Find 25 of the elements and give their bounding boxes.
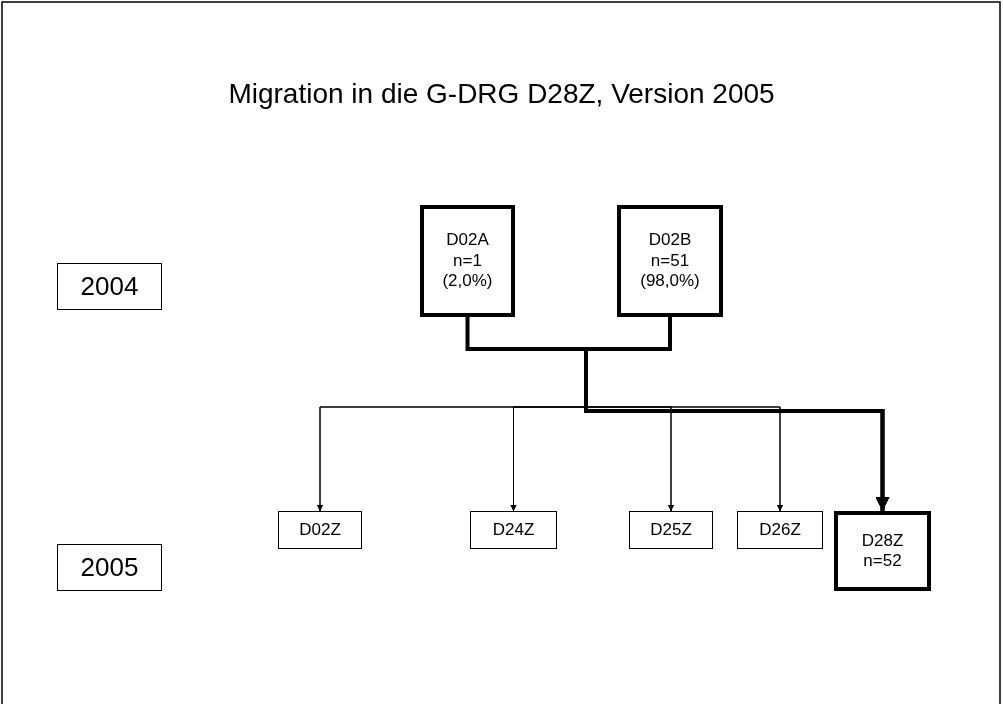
box-label: D02A [446, 230, 489, 251]
box-label: D24Z [492, 519, 535, 541]
box-label: 2004 [80, 270, 139, 303]
connector-arrow [584, 317, 890, 511]
year-box [57, 263, 162, 310]
box-label: n=1 [453, 250, 482, 272]
group-box [737, 511, 823, 549]
group-box [420, 205, 515, 317]
group-box [617, 205, 723, 317]
group-box [834, 511, 931, 591]
box-label: n=52 [863, 551, 902, 572]
box-label: n=51 [650, 250, 690, 272]
box-label: D02B [648, 230, 692, 251]
group-box [470, 511, 557, 549]
group-box [278, 511, 362, 549]
box-label: D25Z [650, 519, 692, 541]
diagram-title: Migration in die G-DRG D28Z, Version 2005 [227, 78, 776, 110]
box-label: D26Z [759, 519, 801, 541]
box-label: 2005 [80, 551, 139, 584]
box-label: (98,0%) [640, 271, 700, 292]
box-label: D28Z [861, 530, 904, 551]
group-box [629, 511, 713, 549]
box-label: D02Z [299, 519, 341, 541]
year-box [57, 544, 162, 591]
box-label: (2,0%) [442, 271, 493, 292]
